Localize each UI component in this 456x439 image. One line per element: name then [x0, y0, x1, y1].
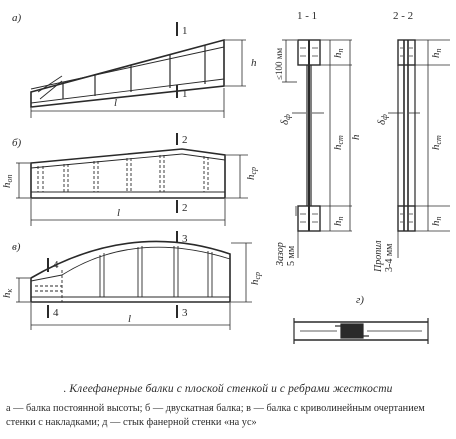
section-1-1-spacing: ≤100 мм [274, 48, 284, 80]
section-2-2-bottom-flange-height: hп [430, 217, 443, 227]
panel-b-section-mark-bottom: 2 [182, 202, 188, 214]
section-1-1-bottom-flange-height: hп [332, 217, 345, 227]
panel-v-section-mark-4-bottom: 4 [53, 307, 59, 319]
panel-v-mid-height-label: hср [249, 272, 262, 285]
panel-a-label: а) [12, 12, 22, 24]
panel-v-span-label: l [128, 313, 131, 325]
panel-b-label: б) [12, 137, 22, 149]
section-2-2-profile [397, 39, 416, 232]
section-1-1-gap-value: 5 мм [286, 245, 297, 266]
panel-a-span-label: l [114, 97, 117, 109]
panel-v-section-mark-4-top: 4 [53, 259, 59, 271]
panel-g-joint [293, 318, 429, 344]
panel-v-section-mark-3-top: 3 [182, 233, 188, 245]
panel-v-end-height-label: hк [1, 289, 14, 299]
panel-v-dims [16, 231, 252, 330]
panel-a-dims [30, 22, 246, 118]
panel-g-label: г) [356, 294, 364, 306]
panel-a-section-mark-top: 1 [182, 25, 188, 37]
legend-line-2: стенки с накладками; д — стык фанерной с… [6, 417, 257, 428]
panel-b-beam [30, 148, 226, 199]
section-1-1-wall-height: hст [332, 135, 345, 150]
section-1-1-dims [282, 39, 352, 258]
panel-b-mid-height-label: hср [245, 167, 258, 180]
panel-v-label: в) [12, 241, 21, 253]
section-1-1-total-height: h [350, 134, 362, 140]
section-1-1-profile [297, 39, 321, 232]
section-2-2-title: 2 - 2 [393, 10, 413, 22]
section-2-2-dims [388, 39, 450, 258]
figure-caption-title: . Клеефанерные балки с плоской стенкой и… [63, 383, 393, 395]
section-1-1-gap-label: Зазор [275, 242, 286, 266]
section-1-1-title: 1 - 1 [297, 10, 317, 22]
panel-v-section-mark-3-bottom: 3 [182, 307, 188, 319]
panel-v-beam [30, 240, 231, 303]
section-2-2-wall-height: hст [430, 135, 443, 150]
section-2-2-wall-thickness: δф [376, 114, 389, 125]
section-2-2-glue-value: 3-4 мм [384, 243, 395, 272]
section-2-2-top-flange-height: hп [430, 49, 443, 59]
panel-a-section-mark-bottom: 1 [182, 88, 188, 100]
section-1-1-top-flange-height: hп [332, 49, 345, 59]
section-1-1-wall-thickness: δф [279, 114, 292, 125]
legend-line-1: а — балка постоянной высоты; б — двускат… [6, 403, 425, 414]
section-2-2-glue-label: Пропил [373, 240, 384, 273]
panel-b-section-mark-top: 2 [182, 134, 188, 146]
panel-b-span-label: l [117, 207, 120, 219]
panel-b-dims [16, 133, 248, 226]
figure-caption-legend: а — балка постоянной высоты; б — двускат… [6, 402, 454, 430]
panel-a-height-label: h [251, 57, 257, 69]
panel-b-support-height-label: hоп [1, 175, 14, 189]
panel-a-beam [30, 38, 225, 108]
